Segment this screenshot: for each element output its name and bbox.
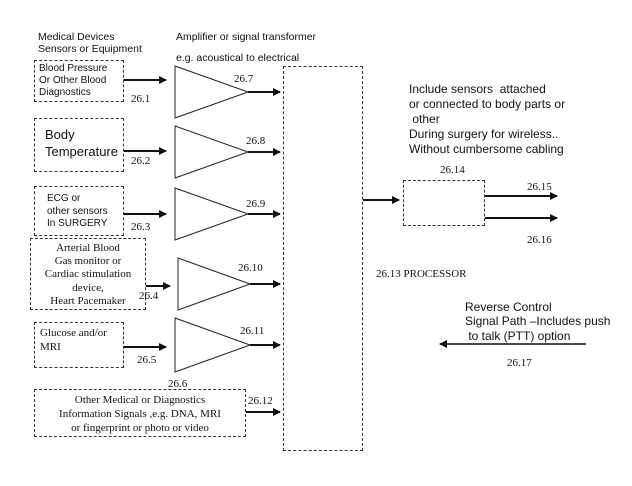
amplifier-ref: 26.9: [246, 198, 265, 211]
amplifier-triangle-3: [175, 188, 248, 240]
device-box-glucose: Glucose and/or MRI: [34, 322, 124, 368]
device-label: Other Medical or Diagnostics Information…: [35, 394, 245, 435]
device-box-blood-pressure: Blood Pressure Or Other Blood Diagnostic…: [34, 60, 124, 102]
amplifier-triangle-2: [175, 126, 248, 178]
device-box-ecg: ECG or other sensors In SURGERY: [34, 186, 124, 236]
reverse-control-label: Reverse Control Signal Path –Includes pu…: [465, 300, 610, 343]
amplifier-triangle-5: [175, 318, 250, 372]
device-label: Arterial Blood Gas monitor or Cardiac st…: [31, 242, 145, 308]
transmitter-block: [403, 180, 485, 226]
amplifier-subheading: e.g. acoustical to electrical: [176, 52, 299, 64]
amplifier-ref: 26.11: [240, 325, 264, 338]
device-label: Glucose and/or MRI: [40, 327, 107, 355]
device-label: ECG or other sensors In SURGERY: [47, 193, 108, 231]
processor-block: [283, 66, 363, 451]
wireless-note: Include sensors attached or connected to…: [409, 82, 565, 157]
output-ref-2: 26.16: [527, 234, 552, 247]
device-ref: 26.1: [131, 93, 150, 106]
device-ref: 26.5: [137, 354, 156, 367]
device-box-arterial-blood-gas: Arterial Blood Gas monitor or Cardiac st…: [30, 238, 146, 310]
reverse-control-ref: 26.17: [507, 357, 532, 370]
amplifier-ref: 26.12: [248, 395, 273, 408]
device-label: Blood Pressure Or Other Blood Diagnostic…: [39, 63, 107, 99]
device-ref: 26.3: [131, 221, 150, 234]
amplifier-ref: 26.8: [246, 135, 265, 148]
transmitter-ref: 26.14: [440, 164, 465, 177]
amplifier-ref: 26.10: [238, 262, 263, 275]
devices-heading: Medical Devices Sensors or Equipment: [38, 31, 142, 55]
device-box-other-signals: Other Medical or Diagnostics Information…: [34, 389, 246, 437]
device-ref: 26.4: [139, 290, 158, 303]
device-ref: 26.2: [131, 155, 150, 168]
device-box-body-temperature: Body Temperature: [34, 118, 124, 172]
output-ref-1: 26.15: [527, 181, 552, 194]
amplifier-heading: Amplifier or signal transformer: [176, 31, 316, 43]
device-label: Body Temperature: [45, 127, 118, 161]
amplifier-ref: 26.7: [234, 73, 253, 86]
processor-label: 26.13 PROCESSOR: [376, 268, 466, 281]
